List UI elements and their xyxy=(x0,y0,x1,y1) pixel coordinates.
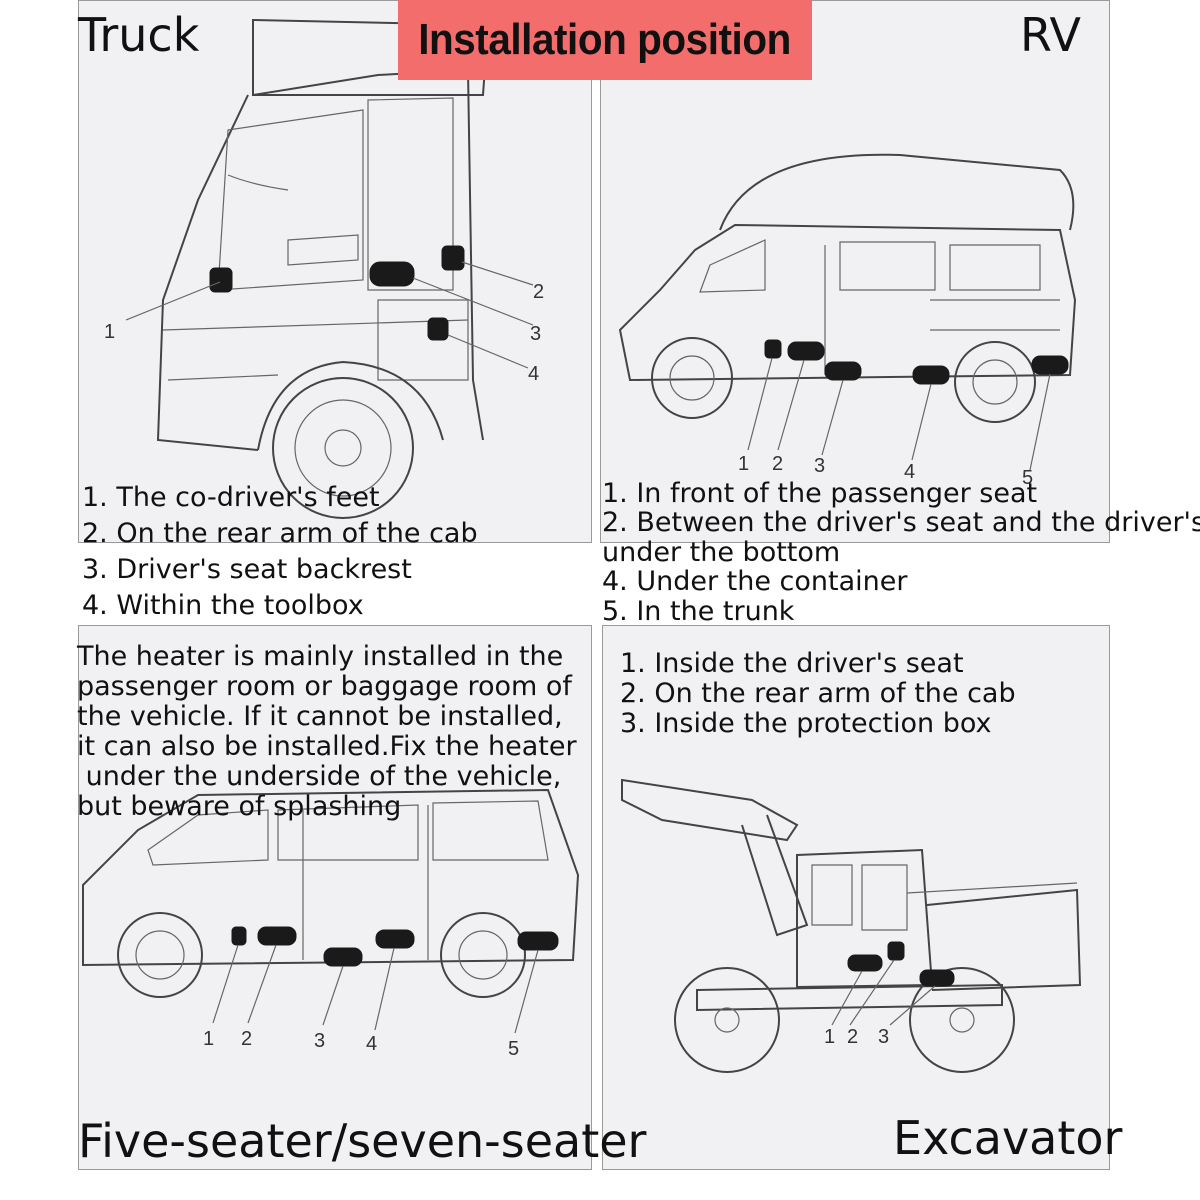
truck-callout-3: 3 xyxy=(530,323,541,345)
truck-item-1: 1. The co-driver's feet xyxy=(82,482,380,513)
installation-position-banner: Installation position xyxy=(398,0,812,80)
car-description-line-6: but beware of splashing xyxy=(77,791,402,822)
car-callout-4: 4 xyxy=(366,1033,377,1055)
excavator-item-2: 2. On the rear arm of the cab xyxy=(620,678,1016,709)
banner-title: Installation position xyxy=(418,15,792,64)
rv-callout-2: 2 xyxy=(772,453,783,475)
rv-item-1: 1. In front of the passenger seat xyxy=(602,478,1038,509)
car-description-line-4: it can also be installed.Fix the heater xyxy=(77,731,577,762)
excavator-title: Excavator xyxy=(893,1111,1123,1165)
car-description-line-3: the vehicle. If it cannot be installed, xyxy=(77,701,563,732)
car-description-line-1: The heater is mainly installed in the xyxy=(77,641,564,672)
car-panel xyxy=(78,625,592,1170)
truck-callout-2: 2 xyxy=(533,281,544,303)
excavator-panel xyxy=(602,625,1110,1170)
truck-item-4: 4. Within the toolbox xyxy=(82,590,364,621)
rv-title: RV xyxy=(1020,8,1081,62)
truck-callout-4: 4 xyxy=(528,363,539,385)
car-illustration: 1 2 3 4 5 xyxy=(82,788,580,1060)
car-callout-3: 3 xyxy=(314,1030,325,1052)
car-description-line-2: passenger room or baggage room of xyxy=(77,671,572,702)
excavator-callout-1: 1 xyxy=(824,1026,835,1048)
car-description-line-5: under the underside of the vehicle, xyxy=(77,761,562,792)
excavator-item-1: 1. Inside the driver's seat xyxy=(620,648,964,679)
truck-callout-1: 1 xyxy=(104,321,115,343)
excavator-illustration: 1 2 3 xyxy=(621,778,1082,1073)
truck-item-2: 2. On the rear arm of the cab xyxy=(82,518,478,549)
truck-item-3: 3. Driver's seat backrest xyxy=(82,554,412,585)
excavator-callout-3: 3 xyxy=(878,1026,889,1048)
rv-panel xyxy=(600,0,1110,543)
rv-callout-1: 1 xyxy=(738,453,749,475)
rv-callout-3: 3 xyxy=(814,455,825,477)
rv-callout-5: 5 xyxy=(1022,467,1033,489)
rv-item-4: 4. Under the container xyxy=(602,566,908,597)
truck-panel xyxy=(78,0,592,543)
rv-item-5: 5. In the trunk xyxy=(602,596,795,627)
car-title: Five-seater/seven-seater xyxy=(78,1114,647,1168)
excavator-item-3: 3. Inside the protection box xyxy=(620,708,992,739)
rv-item-2: 2. Between the driver's seat and the dri… xyxy=(602,507,1200,538)
excavator-callout-2: 2 xyxy=(847,1026,858,1048)
car-callout-5: 5 xyxy=(508,1038,519,1060)
truck-title: Truck xyxy=(78,8,200,62)
truck-illustration: 1 2 3 4 xyxy=(104,18,544,519)
rv-illustration: 1 2 3 4 5 xyxy=(618,153,1077,489)
car-callout-2: 2 xyxy=(241,1028,252,1050)
rv-item-3: under the bottom xyxy=(602,537,841,568)
rv-callout-4: 4 xyxy=(904,461,915,483)
car-callout-1: 1 xyxy=(203,1028,214,1050)
